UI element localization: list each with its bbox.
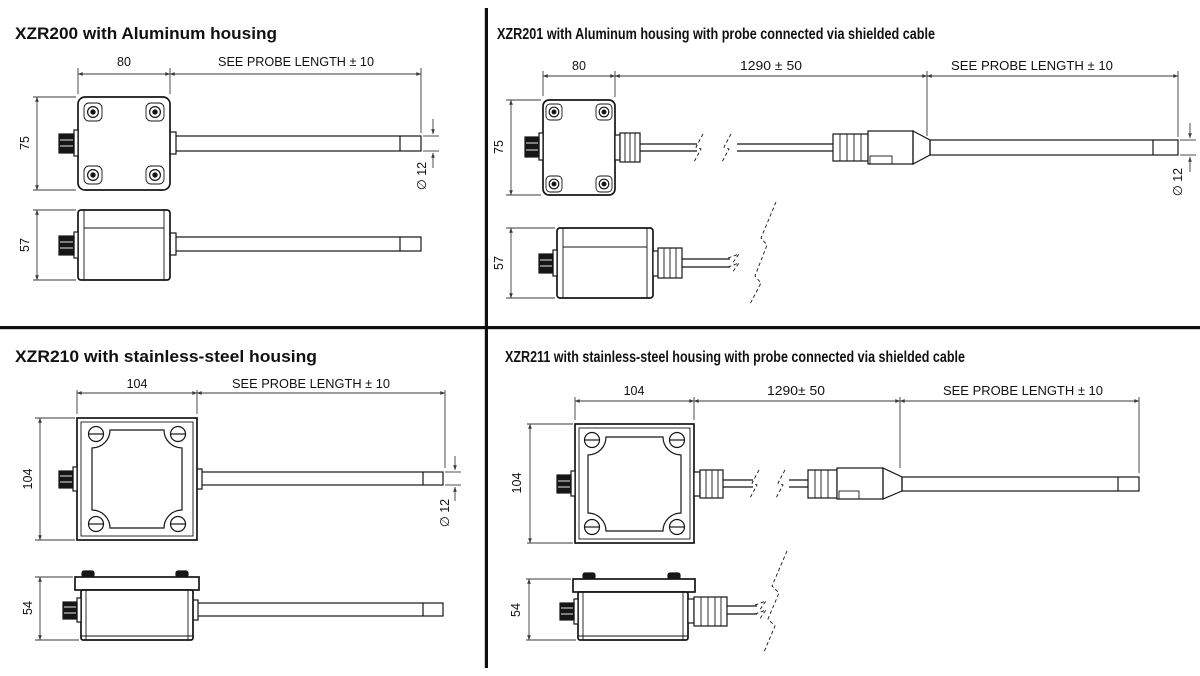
quadrant-xzr200: XZR200 with Aluminum housing 80 SEE PROB… xyxy=(15,24,439,281)
cable-gland xyxy=(687,598,695,624)
dim-label-side-height: 54 xyxy=(509,603,523,617)
vertical-divider xyxy=(484,8,488,668)
probe-tube xyxy=(929,139,1179,156)
dim-label-width: 80 xyxy=(117,55,131,69)
housing-front-view xyxy=(58,417,444,541)
lid-screw xyxy=(81,570,95,578)
housing-front-view xyxy=(556,423,1140,544)
housing-outline xyxy=(76,417,198,541)
probe-tube xyxy=(192,602,444,617)
dim-label-probe-length: SEE PROBE LENGTH ± 10 xyxy=(943,384,1103,398)
cable-gland xyxy=(652,250,659,277)
cable-gland xyxy=(614,134,621,161)
dim-label-side-height: 57 xyxy=(18,238,32,252)
lid xyxy=(572,578,696,593)
dim-label-width: 104 xyxy=(127,377,148,391)
probe-tube xyxy=(901,476,1140,492)
cable-break-mark xyxy=(693,133,704,163)
lid-screw xyxy=(667,572,681,580)
dim-label-height: 75 xyxy=(18,136,32,150)
panel-title: XZR211 with stainless-steel housing with… xyxy=(505,349,965,366)
probe-tube xyxy=(196,471,444,486)
lid-screw xyxy=(175,570,189,578)
dim-label-width: 104 xyxy=(624,384,645,398)
dim-label-probe-length: SEE PROBE LENGTH ± 10 xyxy=(232,377,390,391)
cable-end-break xyxy=(754,609,768,621)
dimension-annotations: 80 1290 ± 50 SEE PROBE LENGTH ± 10 75 57… xyxy=(492,59,1196,299)
cable-end-break xyxy=(754,600,768,612)
dim-label-height: 104 xyxy=(510,473,524,494)
cable-end-break xyxy=(727,253,741,265)
quadrant-xzr211: XZR211 with stainless-steel housing with… xyxy=(505,349,1140,653)
cable-break-mark xyxy=(721,133,732,163)
cable-break-mark xyxy=(749,469,760,499)
dim-label-side-height: 54 xyxy=(21,601,35,615)
dimension-annotations: 104 SEE PROBE LENGTH ± 10 104 54 ∅ 12 xyxy=(21,377,461,641)
horizontal-divider xyxy=(0,326,1200,330)
lid-panel xyxy=(587,436,682,532)
dim-label-width: 80 xyxy=(572,59,586,73)
cable-gland xyxy=(693,471,701,497)
housing-outline xyxy=(574,423,695,544)
dimension-annotations: 80 SEE PROBE LENGTH ± 10 75 57 ∅ 12 xyxy=(18,55,439,281)
cable-break-mark xyxy=(775,469,786,499)
quadrant-xzr210: XZR210 with stainless-steel housing 104 … xyxy=(15,347,461,641)
housing-side-view xyxy=(538,201,777,305)
dim-label-diameter: ∅ 12 xyxy=(1171,168,1185,196)
quadrant-xzr201: XZR201 with Aluminum housing with probe … xyxy=(492,26,1196,305)
break-line xyxy=(749,201,777,305)
dim-label-cable-length: 1290± 50 xyxy=(767,384,825,398)
dim-label-cable-length: 1290 ± 50 xyxy=(740,59,802,73)
lid-panel xyxy=(91,429,183,529)
dim-label-probe-length: SEE PROBE LENGTH ± 10 xyxy=(218,55,374,69)
housing-side-view xyxy=(559,550,788,653)
dim-label-diameter: ∅ 12 xyxy=(415,162,429,190)
housing-side-view xyxy=(62,570,444,641)
break-line xyxy=(763,550,788,653)
dim-label-diameter: ∅ 12 xyxy=(438,499,452,527)
dim-label-height: 75 xyxy=(492,140,506,154)
lid xyxy=(74,576,200,591)
panel-title: XZR200 with Aluminum housing xyxy=(15,24,277,43)
housing-side-view xyxy=(58,209,422,281)
dim-label-side-height: 57 xyxy=(492,256,506,270)
dimension-annotations: 104 1290± 50 SEE PROBE LENGTH ± 10 104 5… xyxy=(509,384,1140,641)
panel-title: XZR210 with stainless-steel housing xyxy=(15,347,317,366)
inline-connector xyxy=(832,133,869,162)
dim-label-height: 104 xyxy=(21,469,35,490)
lid-screw xyxy=(582,572,596,580)
housing-front-view xyxy=(524,99,1179,196)
inline-connector xyxy=(807,469,838,499)
housing-front-view xyxy=(58,96,422,191)
panel-title: XZR201 with Aluminum housing with probe … xyxy=(497,26,935,43)
cable-end-break xyxy=(727,262,741,274)
dim-label-probe-length: SEE PROBE LENGTH ± 10 xyxy=(951,59,1113,73)
